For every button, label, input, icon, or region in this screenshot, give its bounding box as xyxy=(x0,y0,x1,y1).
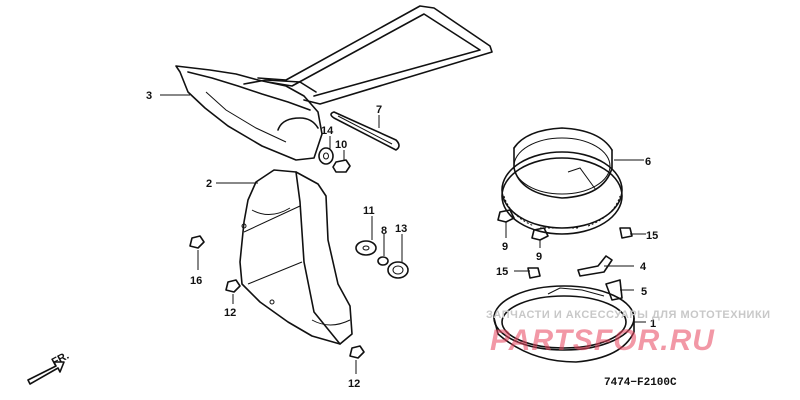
watermark-tagline: ЗАПЧАСТИ И АКСЕССУАРЫ ДЛЯ МОТОТЕХНИКИ xyxy=(486,309,771,321)
lower-cover-part xyxy=(239,169,353,345)
callout-10: 11 xyxy=(363,205,375,217)
top-cover-part xyxy=(175,5,493,161)
callout-7: 7 xyxy=(376,104,382,116)
washer-14-part xyxy=(318,147,334,165)
callout-5: 5 xyxy=(641,286,647,298)
bracket-5-part xyxy=(605,279,623,301)
belt-part xyxy=(330,111,400,151)
bolt-16-part xyxy=(189,235,205,249)
callouts: 3 2 7 14 10 11 8 13 16 12 12 6 9 9 15 15… xyxy=(146,90,658,390)
watermark-logo: PARTSFOR.RU xyxy=(490,324,715,357)
front-direction-arrow: FR. xyxy=(27,350,71,385)
bolt-12a-part xyxy=(225,279,241,293)
diagram-code: 7474−F2100C xyxy=(604,377,677,389)
callout-9-left: 9 xyxy=(502,241,508,253)
base-housing-part xyxy=(493,285,635,363)
bolt-15a-part xyxy=(619,227,633,239)
ring-13-part xyxy=(387,261,409,279)
callout-8: 8 xyxy=(381,225,387,237)
bolt-15b-part xyxy=(527,267,541,279)
watermark: ЗАПЧАСТИ И АКСЕССУАРЫ ДЛЯ МОТОТЕХНИКИ PA… xyxy=(486,309,771,357)
callout-2: 2 xyxy=(206,178,212,190)
callout-12-bottom: 12 xyxy=(348,378,360,390)
callout-12-left: 12 xyxy=(224,307,236,319)
callout-11: 10 xyxy=(335,139,347,151)
bracket-4-part xyxy=(577,255,613,277)
screw-9a-part xyxy=(497,209,515,223)
callout-6: 6 xyxy=(645,156,651,168)
screw-9b-part xyxy=(531,227,549,241)
washer-10-part xyxy=(355,240,377,256)
callout-16: 16 xyxy=(190,275,202,287)
callout-15-left: 15 xyxy=(496,266,508,278)
nut-8-part xyxy=(377,256,389,266)
callout-14: 14 xyxy=(321,125,334,137)
callout-13: 13 xyxy=(395,223,407,235)
bolt-12b-part xyxy=(349,345,365,359)
callout-9-right: 9 xyxy=(536,251,542,263)
gear-ring-part xyxy=(501,127,623,235)
nut-11-part xyxy=(332,159,351,173)
callout-1: 1 xyxy=(650,318,656,330)
callout-4: 4 xyxy=(640,261,647,273)
callout-3: 3 xyxy=(146,90,152,102)
leader-lines xyxy=(160,94,646,374)
callout-15-right: 15 xyxy=(646,230,658,242)
direction-label: FR. xyxy=(50,350,71,369)
